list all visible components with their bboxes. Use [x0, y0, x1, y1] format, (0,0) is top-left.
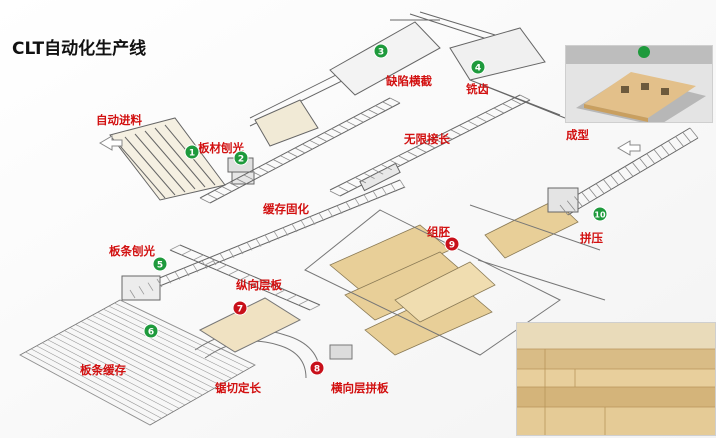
label-auto-feed: 自动进料 [96, 113, 142, 127]
infeed-arrow [99, 135, 123, 151]
flow-arrows [99, 135, 641, 156]
lamination-frame [304, 204, 606, 356]
label-step-9: 组胚 [427, 225, 450, 239]
label-step-4: 铣齿 [466, 82, 489, 96]
label-step-5: 板条刨光 [109, 244, 155, 258]
label-forming: 成型 [566, 128, 589, 142]
label-step-7: 纵向层板 [236, 278, 282, 292]
clt-board-photo [516, 322, 716, 436]
outfeed-arrow [617, 140, 641, 156]
label-step-8: 横向层拼板 [331, 381, 389, 395]
label-saw-length: 锯切定长 [215, 381, 261, 395]
saw-curve [194, 297, 353, 379]
lamination-tables [329, 199, 579, 356]
finished-panel-photo [565, 45, 713, 123]
middle-ladder [129, 179, 406, 311]
label-buffer-cure: 缓存固化 [263, 202, 309, 216]
page-title: CLT自动化生产线 [12, 39, 147, 59]
press-ladder [559, 127, 699, 216]
label-step-10: 拼压 [580, 231, 603, 245]
buffer-grid [19, 299, 256, 426]
label-step-3: 缺陷横截 [386, 74, 432, 88]
label-step-6: 板条缓存 [80, 363, 126, 377]
upper-ladder [199, 94, 531, 204]
label-unlimited-joint: 无限接长 [404, 132, 450, 146]
label-step-1: 板材刨光 [198, 141, 244, 155]
